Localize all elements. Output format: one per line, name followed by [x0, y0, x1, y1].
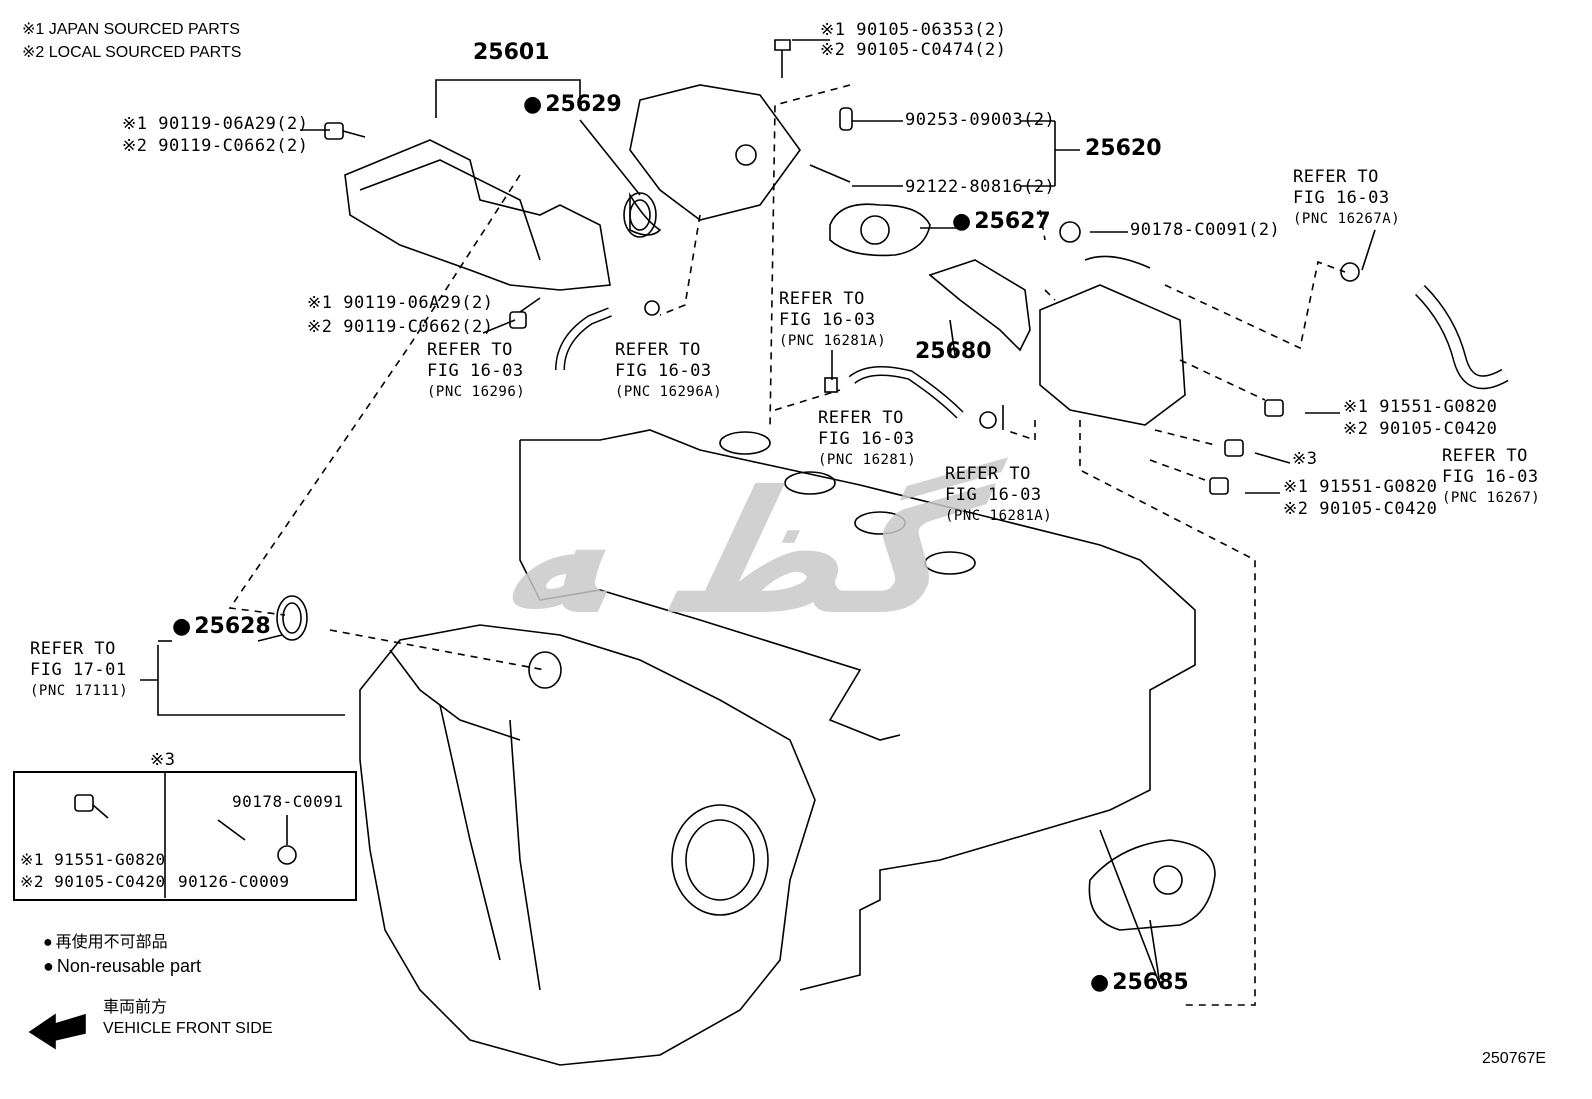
part-25629[interactable]: 25629: [523, 94, 622, 116]
kit3-nut[interactable]: 90178-C0091: [232, 792, 344, 811]
part-25627[interactable]: 25627: [952, 211, 1051, 233]
kit3-box: [13, 771, 357, 901]
vehicle-front-en: VEHICLE FRONT SIDE: [103, 1020, 273, 1037]
nonreusable-note-en: Non-reusable part: [43, 956, 201, 976]
pin-part[interactable]: 90253-09003(2): [905, 110, 1056, 130]
kit3-bolt-local[interactable]: ※2 90105-C0420: [20, 872, 166, 891]
bolt-top-japan[interactable]: ※1 90105-06353(2): [820, 20, 1007, 40]
bolt-right-b-japan[interactable]: ※1 91551-G0820: [1283, 477, 1438, 497]
kit3-bolt-japan[interactable]: ※1 91551-G0820: [20, 850, 166, 869]
part-25680[interactable]: 25680: [915, 339, 992, 364]
part-25628[interactable]: 25628: [172, 616, 271, 638]
bolt-left-local[interactable]: ※2 90119-C0662(2): [122, 136, 309, 156]
vehicle-front-jp: 車両前方: [103, 999, 168, 1016]
part-25601[interactable]: 25601: [473, 40, 550, 65]
part-25685[interactable]: 25685: [1090, 972, 1189, 994]
bolt-right-a-japan[interactable]: ※1 91551-G0820: [1343, 397, 1498, 417]
kit3-stud[interactable]: 90126-C0009: [178, 872, 290, 891]
nut-part[interactable]: 90178-C0091(2): [1130, 220, 1281, 240]
bolt-top-local[interactable]: ※2 90105-C0474(2): [820, 40, 1007, 60]
figure-code: 250767E: [1482, 1050, 1547, 1067]
bolt-right-a-local[interactable]: ※2 90105-C0420: [1343, 419, 1498, 439]
bolt-right-b-local[interactable]: ※2 90105-C0420: [1283, 499, 1438, 519]
bolt-right-kit3[interactable]: ※3: [1292, 449, 1318, 469]
nonreusable-note-jp: 再使用不可部品: [43, 933, 168, 953]
bolt-mid-local[interactable]: ※2 90119-C0662(2): [307, 317, 494, 337]
part-25620[interactable]: 25620: [1085, 136, 1162, 161]
kit3-title: ※3: [150, 750, 176, 770]
legend-japan-sourced: ※1 JAPAN SOURCED PARTS: [22, 21, 240, 38]
bolt-left-japan[interactable]: ※1 90119-06A29(2): [122, 114, 309, 134]
watermark-logo: ﮔﻆ ﻪ: [473, 455, 1010, 653]
legend-local-sourced: ※2 LOCAL SOURCED PARTS: [22, 44, 242, 61]
stud-part[interactable]: 92122-80816(2): [905, 177, 1056, 197]
bolt-mid-japan[interactable]: ※1 90119-06A29(2): [307, 293, 494, 313]
